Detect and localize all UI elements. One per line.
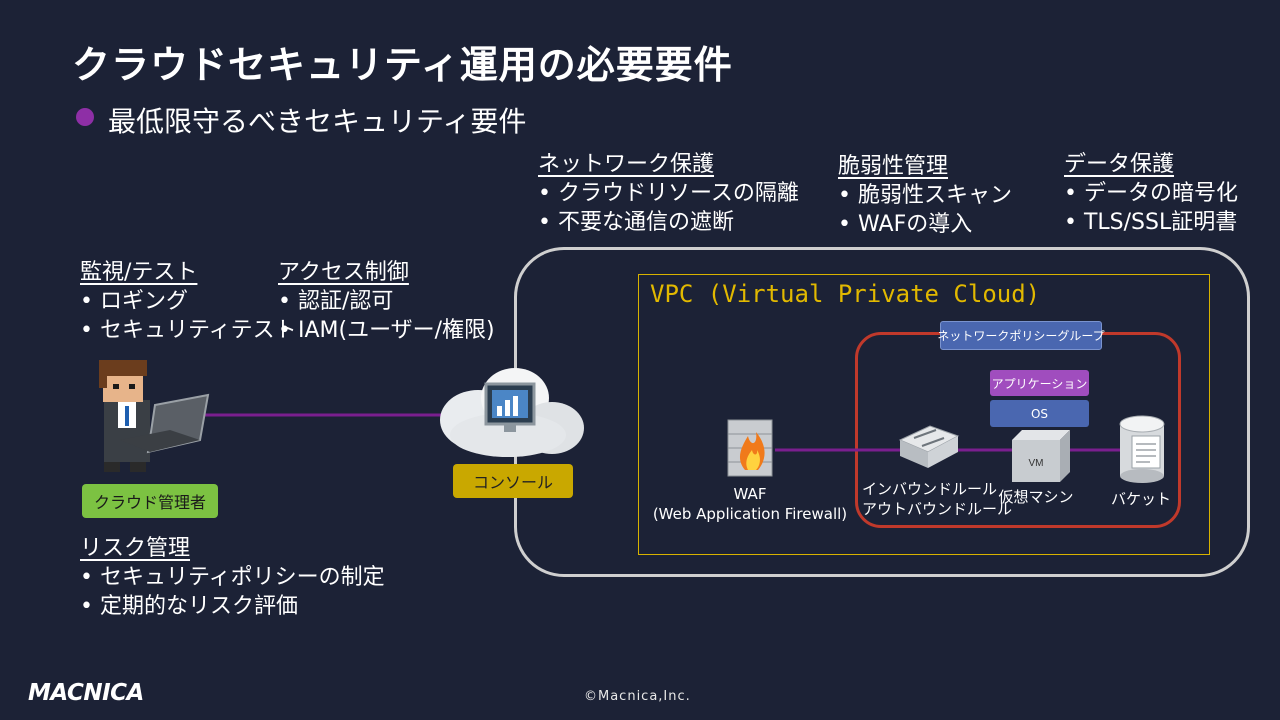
os-label: OS [990,400,1089,427]
application-label: アプリケーション [990,370,1089,396]
copyright: ©Macnica,Inc. [584,689,691,704]
list-item: WAFの導入 [838,210,1012,239]
page-subtitle: 最低限守るべきセキュリティ要件 [108,105,527,138]
vpc-boundary [638,274,1210,555]
page-title: クラウドセキュリティ運用の必要要件 [72,43,733,87]
list-item: セキュリティポリシーの制定 [80,563,385,592]
list-item: TLS/SSL証明書 [1064,208,1238,237]
vm-server-icon [1012,430,1070,482]
group-head: 脆弱性管理 [838,154,949,179]
rules-label-line2: アウトバウンドルール [862,500,1013,518]
waf-label-line2: (Web Application Firewall) [652,505,848,523]
group-vulnerability-management: 脆弱性管理 脆弱性スキャン WAFの導入 [838,152,1012,239]
bucket-label: バケット [1110,490,1171,508]
list-item: 脆弱性スキャン [838,181,1012,210]
firewall-icon [727,419,773,477]
cloud-console-icon [440,368,584,457]
list-item: 認証/認可 [278,287,495,316]
group-access-control: アクセス制御 認証/認可 IAM(ユーザー/権限) [278,258,495,345]
list-item: ロギング [80,287,297,316]
group-network-protection: ネットワーク保護 クラウドリソースの隔離 不要な通信の遮断 [538,150,799,237]
group-head: ネットワーク保護 [538,152,715,177]
rules-label: インバウンドルール アウトバウンドルール [862,479,1013,519]
vm-tag: VM [1029,458,1044,469]
console-label: コンソール [453,464,573,498]
group-head: 監視/テスト [80,260,198,285]
group-data-protection: データ保護 データの暗号化 TLS/SSL証明書 [1064,150,1238,237]
macnica-logo: MACNICA [28,680,144,706]
waf-label-line1: WAF [733,485,767,503]
list-item: クラウドリソースの隔離 [538,179,799,208]
group-head: データ保護 [1064,152,1175,177]
list-item: データの暗号化 [1064,179,1238,208]
group-monitoring-testing: 監視/テスト ロギング セキュリティテスト [80,258,297,345]
list-item: 不要な通信の遮断 [538,208,799,237]
bullet-dot [76,108,94,126]
group-head: リスク管理 [80,536,191,561]
group-risk-management: リスク管理 セキュリティポリシーの制定 定期的なリスク評価 [80,534,385,621]
list-item: IAM(ユーザー/権限) [278,316,495,345]
bucket-icon [1119,415,1165,483]
cloud-admin-label: クラウド管理者 [82,484,218,518]
vm-label: 仮想マシン [998,488,1074,506]
switch-icon [898,425,960,468]
laptop-icon [120,393,210,454]
person-icon [99,360,150,472]
waf-label: WAF (Web Application Firewall) [650,484,850,524]
rules-label-line1: インバウンドルール [862,480,998,498]
group-head: アクセス制御 [278,260,409,285]
vpc-label: VPC (Virtual Private Cloud) [650,280,1041,308]
network-policy-group-label: ネットワークポリシーグループ [937,321,1105,350]
list-item: 定期的なリスク評価 [80,592,385,621]
list-item: セキュリティテスト [80,316,297,345]
